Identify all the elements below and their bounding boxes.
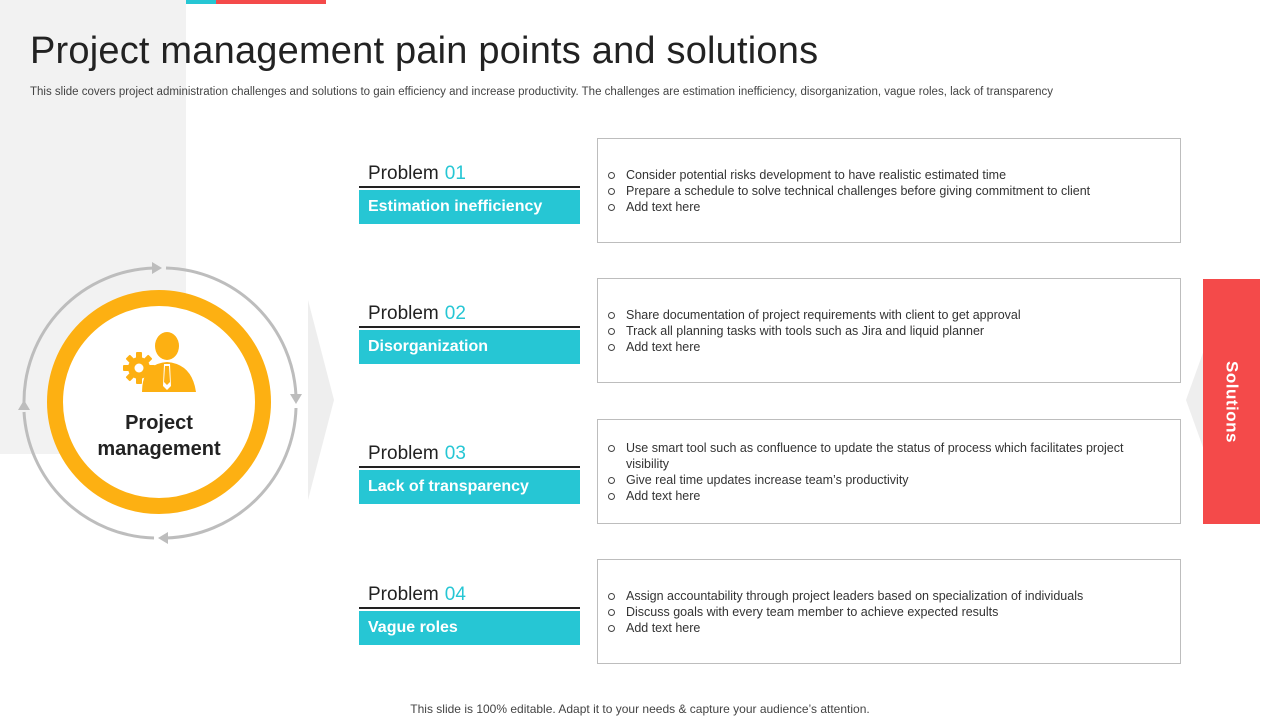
slide-subtitle: This slide covers project administration… xyxy=(30,86,1053,98)
arrowhead-left xyxy=(18,400,30,410)
solution-item: Add text here xyxy=(608,488,1138,504)
solution-item: Consider potential risks development to … xyxy=(608,167,1138,183)
cycle-arc-top-right xyxy=(165,266,298,397)
problem-prefix: Problem xyxy=(368,303,439,324)
circle-bullet-icon xyxy=(608,171,615,179)
circle-bullet-icon xyxy=(608,492,615,500)
solution-item: Share documentation of project requireme… xyxy=(608,307,1138,323)
arrowhead-top xyxy=(152,262,162,274)
solution-item: Assign accountability through project le… xyxy=(608,588,1138,604)
cycle-graphic xyxy=(18,262,302,544)
hub-label-line1: Project xyxy=(125,412,193,434)
problem-name: Lack of transparency xyxy=(359,470,580,504)
solution-box-2: Share documentation of project requireme… xyxy=(597,278,1181,383)
circle-bullet-icon xyxy=(608,327,615,335)
problem-number: 04 xyxy=(444,584,466,605)
solution-item: Add text here xyxy=(608,339,1138,355)
solution-box-3: Use smart tool such as confluence to upd… xyxy=(597,419,1181,524)
circle-bullet-icon xyxy=(608,608,615,616)
hub-label-line2: management xyxy=(97,438,221,460)
solution-item: Discuss goals with every team member to … xyxy=(608,604,1138,620)
solution-list: Consider potential risks development to … xyxy=(598,167,1138,215)
manager-gear-icon xyxy=(123,332,196,392)
hub-label: Project management xyxy=(60,410,258,462)
solution-box-4: Assign accountability through project le… xyxy=(597,559,1181,664)
solution-item: Give real time updates increase team’s p… xyxy=(608,472,1138,488)
slide-title: Project management pain points and solut… xyxy=(30,30,819,72)
problem-prefix: Problem xyxy=(368,584,439,605)
solution-list: Use smart tool such as confluence to upd… xyxy=(598,440,1138,504)
hub-pointer xyxy=(308,300,334,500)
problem-prefix: Problem xyxy=(368,443,439,464)
circle-bullet-icon xyxy=(608,444,615,452)
problem-name: Estimation inefficiency xyxy=(359,190,580,224)
cycle-arc-top-left xyxy=(22,266,155,405)
solutions-pointer xyxy=(1186,350,1204,450)
solutions-band: Solutions xyxy=(1203,279,1260,524)
solution-item: Track all planning tasks with tools such… xyxy=(608,323,1138,339)
solution-item: Use smart tool such as confluence to upd… xyxy=(608,440,1138,472)
problem-number: 03 xyxy=(444,443,466,464)
solution-box-1: Consider potential risks development to … xyxy=(597,138,1181,243)
cycle-arc-bottom-left xyxy=(22,411,155,540)
circle-bullet-icon xyxy=(608,187,615,195)
cycle-arc-bottom-right xyxy=(165,407,298,540)
solutions-label: Solutions xyxy=(1222,360,1242,443)
circle-bullet-icon xyxy=(608,311,615,319)
problem-name: Disorganization xyxy=(359,330,580,364)
accent-bar xyxy=(186,0,326,4)
arrowhead-right xyxy=(290,394,302,404)
circle-bullet-icon xyxy=(608,592,615,600)
solution-item: Prepare a schedule to solve technical ch… xyxy=(608,183,1138,199)
footer-note: This slide is 100% editable. Adapt it to… xyxy=(410,702,870,716)
circle-bullet-icon xyxy=(608,476,615,484)
problem-name: Vague roles xyxy=(359,611,580,645)
problem-number: 01 xyxy=(444,163,466,184)
circle-bullet-icon xyxy=(608,624,615,632)
solution-item: Add text here xyxy=(608,199,1138,215)
problem-number: 02 xyxy=(444,303,466,324)
circle-bullet-icon xyxy=(608,203,615,211)
solution-item: Add text here xyxy=(608,620,1138,636)
problem-prefix: Problem xyxy=(368,163,439,184)
arrowhead-bottom xyxy=(158,532,168,544)
circle-bullet-icon xyxy=(608,343,615,351)
hub-ring xyxy=(47,290,271,514)
solution-list: Share documentation of project requireme… xyxy=(598,307,1138,355)
solution-list: Assign accountability through project le… xyxy=(598,588,1138,636)
